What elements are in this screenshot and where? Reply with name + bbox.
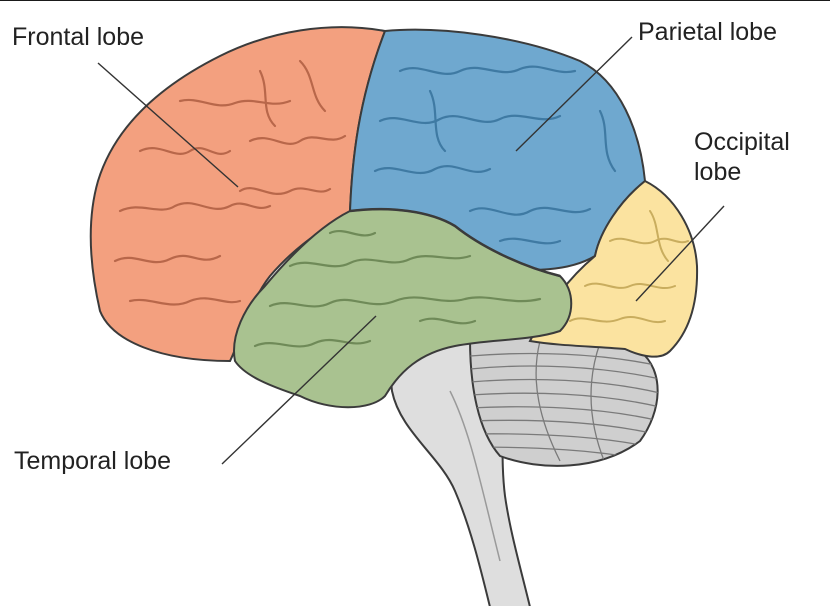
occipital-label-line1: Occipital [694,128,790,156]
temporal-gyri [253,230,542,348]
frontal-gyri [113,59,347,306]
occipital-lobe-label: Occipital lobe [694,127,790,187]
leader-line-frontal [97,62,239,188]
leader-line-temporal [221,315,377,465]
leader-line-parietal [515,36,633,152]
frontal-lobe-label: Frontal lobe [12,23,145,51]
leader-lines [97,36,725,465]
parietal-lobe-label: Parietal lobe [638,18,777,46]
temporal-lobe-label: Temporal lobe [14,447,172,475]
occipital-label-line2: lobe [694,158,742,186]
occipital-gyri [569,210,689,324]
leader-line-occipital [635,205,725,302]
parietal-gyri [373,65,617,245]
